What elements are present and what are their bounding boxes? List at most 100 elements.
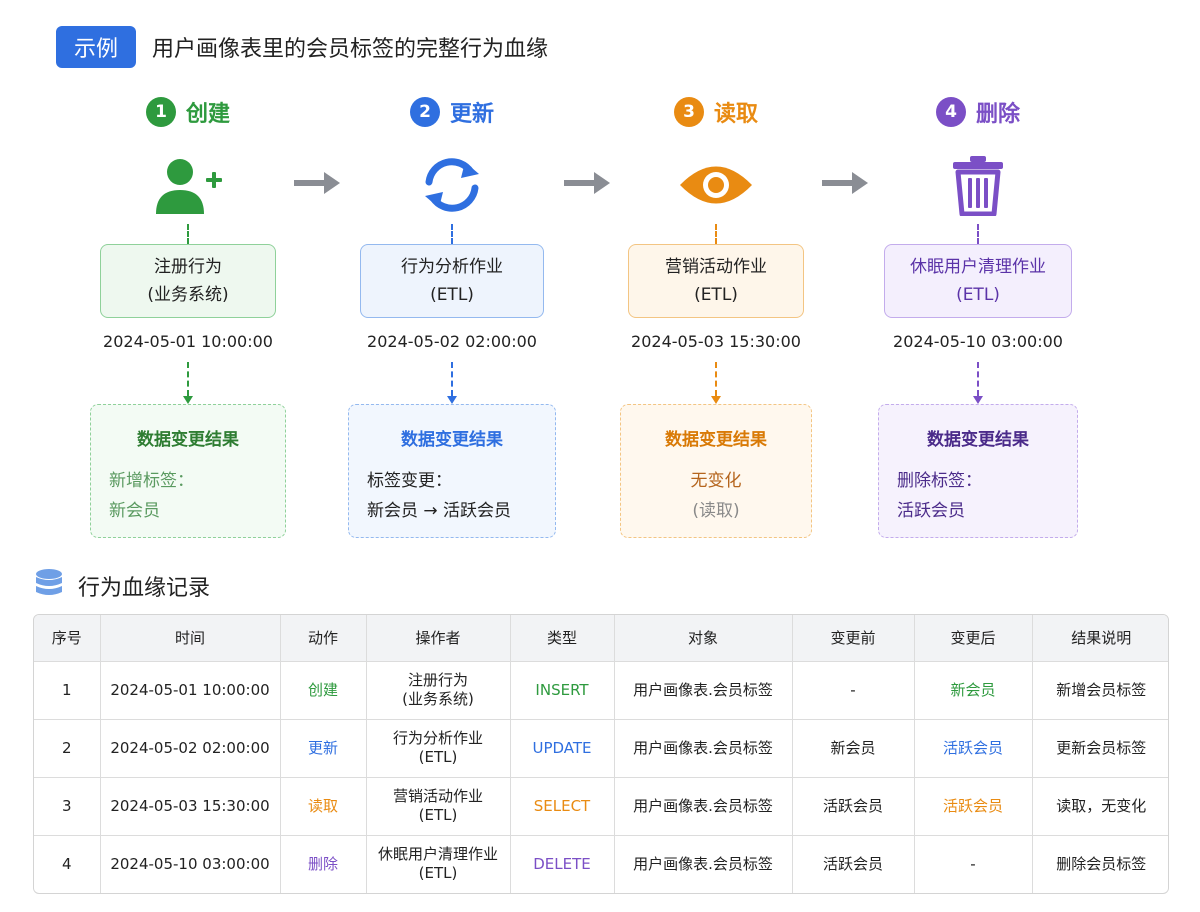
operator-name: 行为分析作业 — [392, 729, 483, 747]
connector-line — [977, 224, 979, 244]
table-row: 2 2024-05-02 02:00:00 更新 行为分析作业(ETL) UPD… — [34, 719, 1168, 778]
result-line: 无变化 — [690, 471, 742, 491]
cell-after: - — [914, 835, 1033, 893]
column-header: 时间 — [100, 615, 281, 662]
cell-time: 2024-05-02 02:00:00 — [100, 719, 281, 778]
actor-box: 注册行为 (业务系统) — [100, 244, 276, 318]
cell-operator: 休眠用户清理作业(ETL) — [366, 835, 511, 893]
page-title: 用户画像表里的会员标签的完整行为血缘 — [152, 37, 549, 62]
section-title: 行为血缘记录 — [78, 576, 211, 601]
connector-line — [451, 362, 453, 396]
arrow-down-icon — [447, 396, 457, 404]
operator-name: 休眠用户清理作业 — [377, 845, 498, 864]
result-line: 新会员 — [109, 501, 160, 521]
cell-operator: 行为分析作业(ETL) — [366, 719, 511, 778]
table-row: 4 2024-05-10 03:00:00 删除 休眠用户清理作业(ETL) D… — [34, 835, 1168, 893]
connector-line — [977, 362, 979, 396]
result-line: 活跃会员 — [897, 501, 965, 521]
result-line: 新增标签： — [109, 471, 194, 491]
cell-result: 新增会员标签 — [1032, 661, 1168, 720]
cell-seq: 3 — [34, 777, 101, 836]
arrow-right-icon — [294, 172, 342, 198]
connector-line — [715, 224, 717, 244]
database-icon — [34, 568, 64, 604]
connector-line — [187, 362, 189, 396]
actor-name: 注册行为 — [154, 257, 222, 277]
stage-label: 读取 — [713, 102, 758, 127]
result-box: 数据变更结果 新增标签： 新会员 — [90, 404, 286, 538]
operator-system: (ETL) — [418, 806, 458, 824]
stage-title: 3 读取 — [616, 96, 816, 128]
stage-time: 2024-05-02 02:00:00 — [367, 332, 537, 351]
actor-system: (ETL) — [956, 285, 1000, 305]
cell-object: 用户画像表.会员标签 — [614, 835, 793, 893]
column-header: 变更前 — [792, 615, 915, 662]
cell-after: 活跃会员 — [914, 719, 1033, 778]
step-number: 4 — [935, 97, 966, 127]
cell-operator: 注册行为(业务系统) — [366, 661, 511, 720]
cell-time: 2024-05-10 03:00:00 — [100, 835, 281, 893]
result-line: 标签变更： — [367, 471, 452, 491]
cell-object: 用户画像表.会员标签 — [614, 719, 793, 778]
arrow-right-icon — [822, 172, 870, 198]
cell-seq: 1 — [34, 661, 101, 720]
operator-system: (ETL) — [418, 864, 458, 883]
operator-system: (ETL) — [418, 748, 458, 766]
cell-action: 更新 — [280, 719, 367, 778]
cell-type: SELECT — [510, 777, 615, 836]
step-number: 3 — [673, 97, 704, 127]
arrow-down-icon — [711, 396, 721, 404]
example-badge: 示例 — [56, 26, 136, 68]
connector-line — [715, 362, 717, 396]
column-header: 动作 — [280, 615, 367, 662]
cell-action: 删除 — [280, 835, 367, 893]
result-line: 新会员 → 活跃会员 — [367, 501, 512, 521]
table-row: 1 2024-05-01 10:00:00 创建 注册行为(业务系统) INSE… — [34, 661, 1168, 720]
actor-system: (ETL) — [430, 285, 474, 305]
cell-result: 更新会员标签 — [1032, 719, 1168, 778]
column-header: 类型 — [510, 615, 615, 662]
arrow-right-icon — [564, 172, 612, 198]
stage-time: 2024-05-10 03:00:00 — [893, 332, 1063, 351]
column-header: 变更后 — [914, 615, 1033, 662]
actor-box: 行为分析作业 (ETL) — [360, 244, 544, 318]
cell-action: 读取 — [280, 777, 367, 836]
cell-type: INSERT — [510, 661, 615, 720]
result-box: 数据变更结果 删除标签： 活跃会员 — [878, 404, 1078, 538]
cell-action: 创建 — [280, 661, 367, 720]
cell-before: - — [792, 661, 915, 720]
result-box: 数据变更结果 无变化 (读取) — [620, 404, 812, 538]
actor-box: 营销活动作业 (ETL) — [628, 244, 804, 318]
stage-time: 2024-05-01 10:00:00 — [103, 332, 273, 351]
table-row: 3 2024-05-03 15:30:00 读取 营销活动作业(ETL) SEL… — [34, 777, 1168, 836]
stage-time: 2024-05-03 15:30:00 — [631, 332, 801, 351]
cell-type: UPDATE — [510, 719, 615, 778]
table-header-row: 序号 时间 动作 操作者 类型 对象 变更前 变更后 结果说明 — [34, 615, 1168, 662]
actor-name: 休眠用户清理作业 — [910, 257, 1046, 277]
cell-result: 删除会员标签 — [1056, 854, 1147, 873]
actor-name: 营销活动作业 — [665, 257, 767, 277]
step-number: 1 — [145, 97, 176, 127]
refresh-icon — [412, 150, 492, 220]
actor-box: 休眠用户清理作业 (ETL) — [884, 244, 1072, 318]
eye-icon — [676, 150, 756, 220]
stage-title: 4 删除 — [878, 96, 1078, 128]
connector-line — [451, 224, 453, 244]
cell-time: 2024-05-01 10:00:00 — [100, 661, 281, 720]
trash-icon — [938, 150, 1018, 220]
cell-after: 活跃会员 — [914, 777, 1033, 836]
cell-before: 活跃会员 — [792, 835, 915, 893]
connector-line — [187, 224, 189, 244]
result-line: 删除标签： — [897, 471, 982, 491]
result-title: 数据变更结果 — [927, 430, 1029, 450]
result-title: 数据变更结果 — [665, 430, 767, 450]
cell-after: 新会员 — [914, 661, 1033, 720]
lineage-table: 序号 时间 动作 操作者 类型 对象 变更前 变更后 结果说明 1 2024-0… — [33, 614, 1169, 894]
cell-type: DELETE — [510, 835, 615, 893]
stage-label: 删除 — [975, 102, 1020, 127]
result-box: 数据变更结果 标签变更： 新会员 → 活跃会员 — [348, 404, 556, 538]
stage-title: 1 创建 — [88, 96, 288, 128]
result-title: 数据变更结果 — [137, 430, 239, 450]
section-header: 行为血缘记录 — [34, 568, 210, 604]
result-title: 数据变更结果 — [401, 430, 503, 450]
